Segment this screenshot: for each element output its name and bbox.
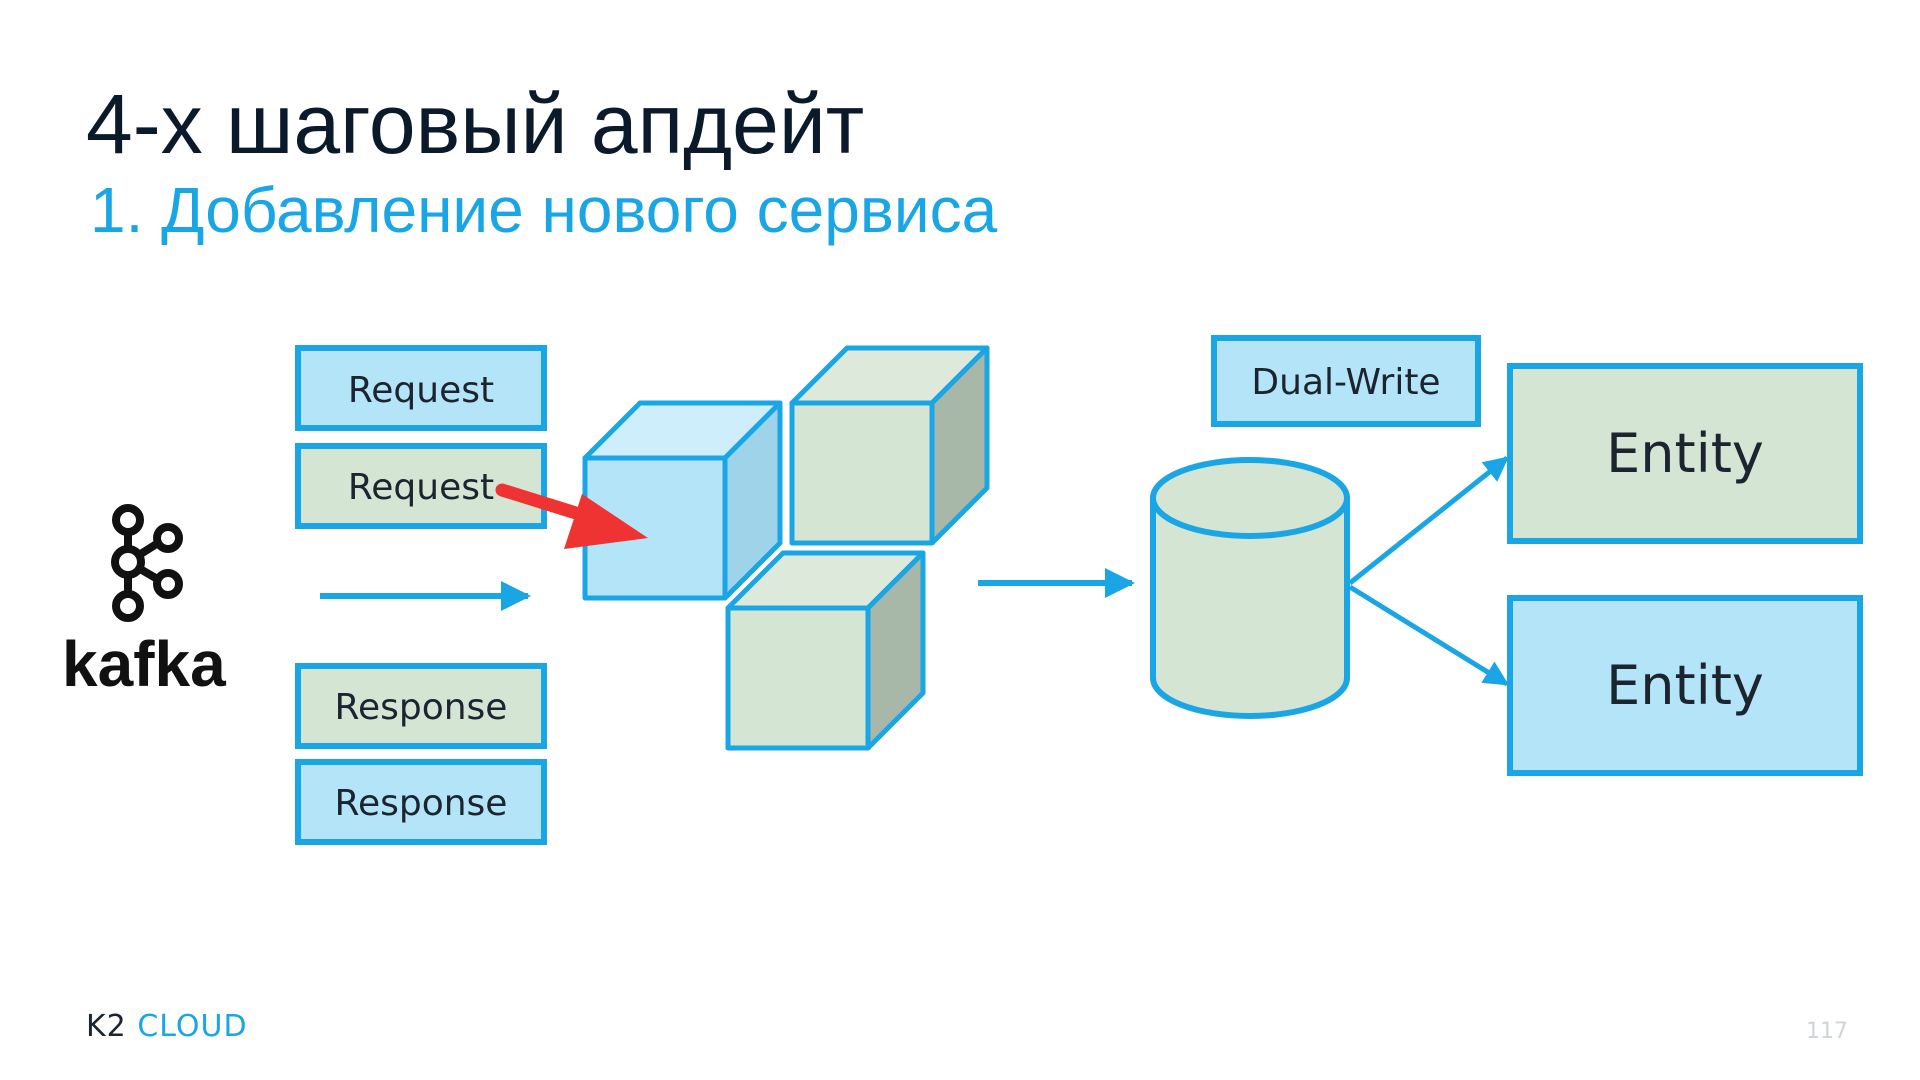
- entity-box-2: Entity: [1507, 595, 1863, 776]
- kafka-logo: kafka: [62, 504, 226, 700]
- brand-logo-k2: K2: [86, 1009, 127, 1044]
- page-number: 117: [1806, 1019, 1848, 1044]
- service-cube-new: [582, 400, 783, 601]
- highlight-arrow: [495, 483, 648, 549]
- request-label-2: Request: [348, 467, 494, 508]
- request-label-1: Request: [348, 370, 494, 411]
- entity-label-2: Entity: [1606, 654, 1764, 717]
- request-box-2: Request: [295, 443, 547, 529]
- dual-write-arrow-bottom: [1348, 584, 1510, 687]
- response-label-1: Response: [335, 687, 508, 728]
- entity-box-1: Entity: [1507, 363, 1863, 544]
- dual-write-box: Dual-Write: [1211, 335, 1481, 427]
- kafka-logo-icon: [111, 504, 183, 622]
- brand-logo: K2 CLOUD: [86, 1012, 248, 1042]
- entity-label-1: Entity: [1606, 422, 1764, 485]
- slide-subtitle: 1. Добавление нового сервиса: [90, 174, 998, 246]
- service-cube-existing-1: [789, 345, 990, 546]
- response-box-2: Response: [295, 759, 547, 845]
- kafka-logo-text: kafka: [62, 628, 226, 700]
- dual-write-label: Dual-Write: [1251, 362, 1440, 403]
- response-box-1: Response: [295, 663, 547, 749]
- service-cube-existing-2: [725, 550, 926, 751]
- brand-logo-cloud: CLOUD: [137, 1009, 248, 1044]
- slide-title: 4-х шаговый апдейт: [86, 77, 865, 171]
- dual-write-arrow-top: [1348, 456, 1509, 585]
- database-icon: [1150, 457, 1350, 719]
- response-label-2: Response: [335, 783, 508, 824]
- request-box-1: Request: [295, 345, 547, 431]
